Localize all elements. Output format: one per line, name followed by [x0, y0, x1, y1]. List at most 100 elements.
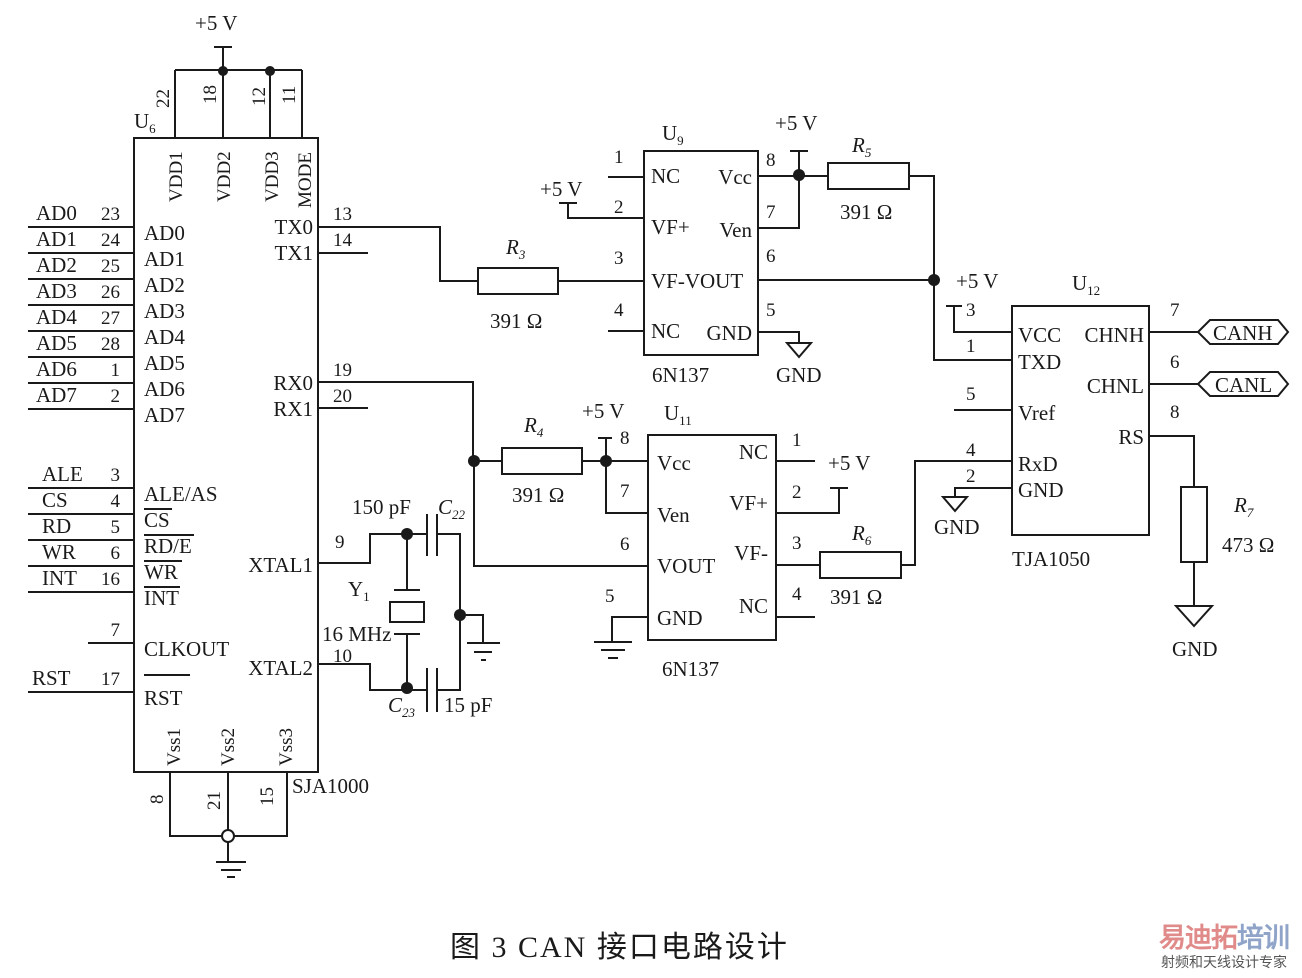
pin-name: XTAL2 [248, 656, 313, 680]
figure-caption: 图 3 CAN 接口电路设计 [450, 931, 789, 964]
pin-name: AD3 [144, 299, 185, 323]
pin-name: TX1 [275, 241, 314, 265]
r5-value: 391 Ω [840, 200, 892, 224]
u6-net-label: AD2 [36, 253, 77, 277]
pin-num: 11 [279, 86, 300, 104]
pin-num: 5 [111, 517, 121, 538]
pin-num: 14 [333, 230, 353, 251]
pin-num: 2 [792, 482, 802, 503]
pin-name: WR [144, 560, 178, 584]
pin-num: 20 [333, 386, 352, 407]
u11-body [647, 434, 777, 641]
c22-ref: C22 [438, 495, 466, 522]
pin-num: 3 [111, 465, 121, 486]
pin-num: 4 [614, 300, 624, 321]
pin-name: AD0 [144, 221, 185, 245]
pin-num: 25 [101, 256, 120, 277]
pin-name: RxD [1018, 452, 1058, 476]
pin-name: VOUT [657, 554, 715, 578]
pin-num: 12 [249, 87, 270, 106]
pin-name: TX0 [275, 215, 314, 239]
vcc-label: +5 V [828, 451, 870, 475]
vcc-label: +5 V [775, 111, 817, 135]
pin-name: MODE [295, 152, 316, 208]
u6-net-label: AD6 [36, 357, 77, 381]
pin-num: 8 [147, 795, 168, 805]
c23-symbol [426, 668, 438, 712]
pin-name: AD4 [144, 325, 185, 349]
pin-name: VDD1 [166, 151, 187, 202]
pin-name: CS [144, 508, 170, 532]
can-bus-wires [1149, 331, 1198, 385]
vcc-label: +5 V [956, 269, 998, 293]
canh-port [1196, 319, 1290, 345]
resistor-r7: R7 473 Ω GND [1149, 435, 1274, 661]
pin-name: RD/E [144, 534, 192, 558]
junction [218, 66, 228, 76]
pin-num: 1 [111, 360, 121, 381]
pin-num: 18 [200, 85, 221, 104]
pin-name: NC [739, 440, 768, 464]
u6-net-label: RST [32, 666, 71, 690]
pin-num: 8 [620, 428, 630, 449]
pin-num: 17 [101, 669, 120, 690]
pin-num: 4 [792, 584, 802, 605]
pin-name: Vss3 [276, 728, 297, 766]
pin-name: ALE/AS [144, 482, 218, 506]
pin-num: 6 [111, 543, 121, 564]
u12-tja1050: U12 TJA1050 +5 V GND 3 1 5 4 2 VCC TXD V… [934, 269, 1290, 571]
pin-name: VF- [734, 541, 768, 565]
pin-name: AD1 [144, 247, 185, 271]
resistor-r6: R6 391 Ω [819, 460, 1012, 609]
pin-name: VF+ [651, 215, 690, 239]
u6-net-label: AD7 [36, 383, 77, 407]
vcc-label: +5 V [582, 399, 624, 423]
u12-ref: U12 [1072, 271, 1100, 298]
u6-vdd-wires [174, 69, 303, 138]
u6-net-label: INT [42, 566, 77, 590]
pin-name: AD6 [144, 377, 185, 401]
r5-body [827, 162, 910, 190]
c23-ref: C23 [388, 693, 416, 720]
pin-num: 4 [966, 440, 976, 461]
pin-num: 24 [101, 230, 121, 251]
pin-name: NC [739, 594, 768, 618]
pin-name: Vss2 [218, 728, 239, 766]
u6-net-label: ALE [42, 462, 83, 486]
u11-part-label: 6N137 [662, 657, 719, 681]
junction [600, 455, 612, 467]
pin-num: 7 [620, 481, 630, 502]
ground-node [221, 829, 235, 843]
u6-net-label: AD0 [36, 201, 77, 225]
u6-net-label: AD1 [36, 227, 77, 251]
r7-wires [1149, 435, 1215, 628]
pin-name: GND [1018, 478, 1064, 502]
r6-ref: R6 [851, 521, 872, 548]
pin-num: 6 [620, 534, 630, 555]
canl-port [1196, 371, 1290, 397]
pin-name: NC [651, 319, 680, 343]
junction [401, 528, 413, 540]
u6-ref: U6 [134, 109, 156, 136]
pin-num: 3 [966, 300, 976, 321]
pin-name: TXD [1018, 350, 1061, 374]
pin-num: 8 [766, 150, 776, 171]
gnd-label: GND [776, 363, 822, 387]
pin-num: 19 [333, 360, 352, 381]
pin-num: 2 [966, 466, 976, 487]
junction [265, 66, 275, 76]
r6-value: 391 Ω [830, 585, 882, 609]
u11-right-wires [776, 460, 848, 618]
r6-rxd-wire [901, 460, 1012, 566]
resistor-r5: R5 391 Ω [827, 133, 1012, 361]
gnd-symbol [758, 331, 814, 359]
pin-name: VDD2 [214, 151, 235, 202]
pin-num: 28 [101, 334, 120, 355]
pin-name: Vcc [657, 451, 691, 475]
pin-name: Vcc [718, 165, 752, 189]
pin-num: 9 [335, 532, 345, 553]
c23-value: 15 pF [444, 693, 492, 717]
u9-ref: U9 [662, 121, 684, 148]
ground-symbol [460, 614, 500, 661]
pin-num: 3 [614, 248, 624, 269]
